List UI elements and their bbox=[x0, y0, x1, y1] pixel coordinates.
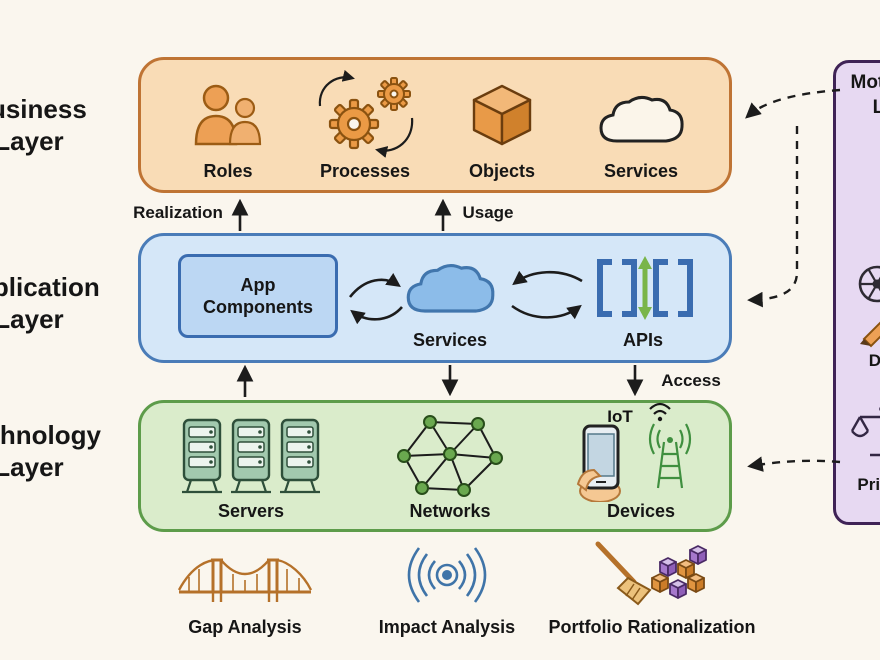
motivation-panel-title: Motivation Layer bbox=[836, 71, 880, 120]
technology-layer-label: Technology Layer bbox=[0, 420, 104, 483]
app-services-cloud-icon bbox=[406, 264, 495, 313]
processes-gears-icon bbox=[318, 70, 414, 158]
iot-label: IoT bbox=[607, 407, 633, 426]
motivation-panel: Motivation Layer Drivers bbox=[833, 60, 880, 525]
motivation-title-line1: Motivation bbox=[850, 72, 880, 93]
devices-label: Devices bbox=[606, 501, 676, 521]
processes-label: Processes bbox=[319, 161, 411, 181]
servers-icon bbox=[182, 418, 320, 494]
portfolio-rationalization-label: Portfolio Rationalization bbox=[548, 617, 756, 637]
application-layer-label: Application Layer bbox=[0, 272, 104, 335]
technology-layer-label-line2: Layer bbox=[0, 451, 64, 482]
motivation-to-technology-arrow bbox=[747, 456, 841, 472]
pencil-icon bbox=[860, 321, 880, 348]
app-services-label: Services bbox=[412, 330, 488, 350]
apis-label: APIs bbox=[622, 330, 664, 350]
business-services-cloud-icon bbox=[599, 95, 684, 143]
motivation-to-business-arrow bbox=[745, 88, 841, 119]
business-services-label: Services bbox=[603, 161, 679, 181]
usage-label: Usage bbox=[462, 203, 514, 222]
application-layer-label-line1: Application bbox=[0, 272, 100, 302]
objects-cube-icon bbox=[472, 84, 532, 146]
technology-layer-label-line1: Technology bbox=[0, 420, 101, 450]
networks-label: Networks bbox=[409, 501, 491, 521]
roles-label: Roles bbox=[203, 161, 253, 181]
application-layer-label-line2: Layer bbox=[0, 303, 64, 334]
objects-label: Objects bbox=[468, 161, 536, 181]
motivation-to-application-arrow bbox=[747, 126, 799, 308]
impact-analysis-label: Impact Analysis bbox=[378, 617, 516, 637]
thumb-shape bbox=[576, 468, 603, 492]
access-label: Access bbox=[661, 371, 721, 390]
business-layer-label-line2: Layer bbox=[0, 125, 64, 156]
motivation-title-line2: Layer bbox=[872, 96, 880, 118]
business-layer-label: Business Layer bbox=[0, 94, 104, 157]
antenna-icon bbox=[648, 423, 692, 489]
drivers-label: Drivers bbox=[868, 351, 880, 370]
portfolio-broom-cubes-icon bbox=[595, 541, 707, 606]
devices-icon: IoT bbox=[576, 402, 692, 502]
principles-label: Principles bbox=[857, 475, 880, 494]
impact-analysis-ripple-icon bbox=[407, 547, 487, 603]
wifi-icon bbox=[649, 402, 671, 415]
apis-icon bbox=[597, 256, 693, 320]
gap-analysis-bridge-icon bbox=[177, 558, 313, 602]
principles-scales-icon bbox=[850, 407, 880, 457]
driver-wheel-icon bbox=[858, 265, 880, 303]
networks-icon bbox=[397, 415, 503, 497]
realization-label: Realization bbox=[133, 203, 223, 222]
gap-analysis-label: Gap Analysis bbox=[188, 617, 302, 637]
roles-icon bbox=[194, 84, 262, 146]
servers-label: Servers bbox=[217, 501, 285, 521]
app-components-box: App Components bbox=[178, 254, 338, 338]
business-layer-label-line1: Business bbox=[0, 94, 87, 124]
